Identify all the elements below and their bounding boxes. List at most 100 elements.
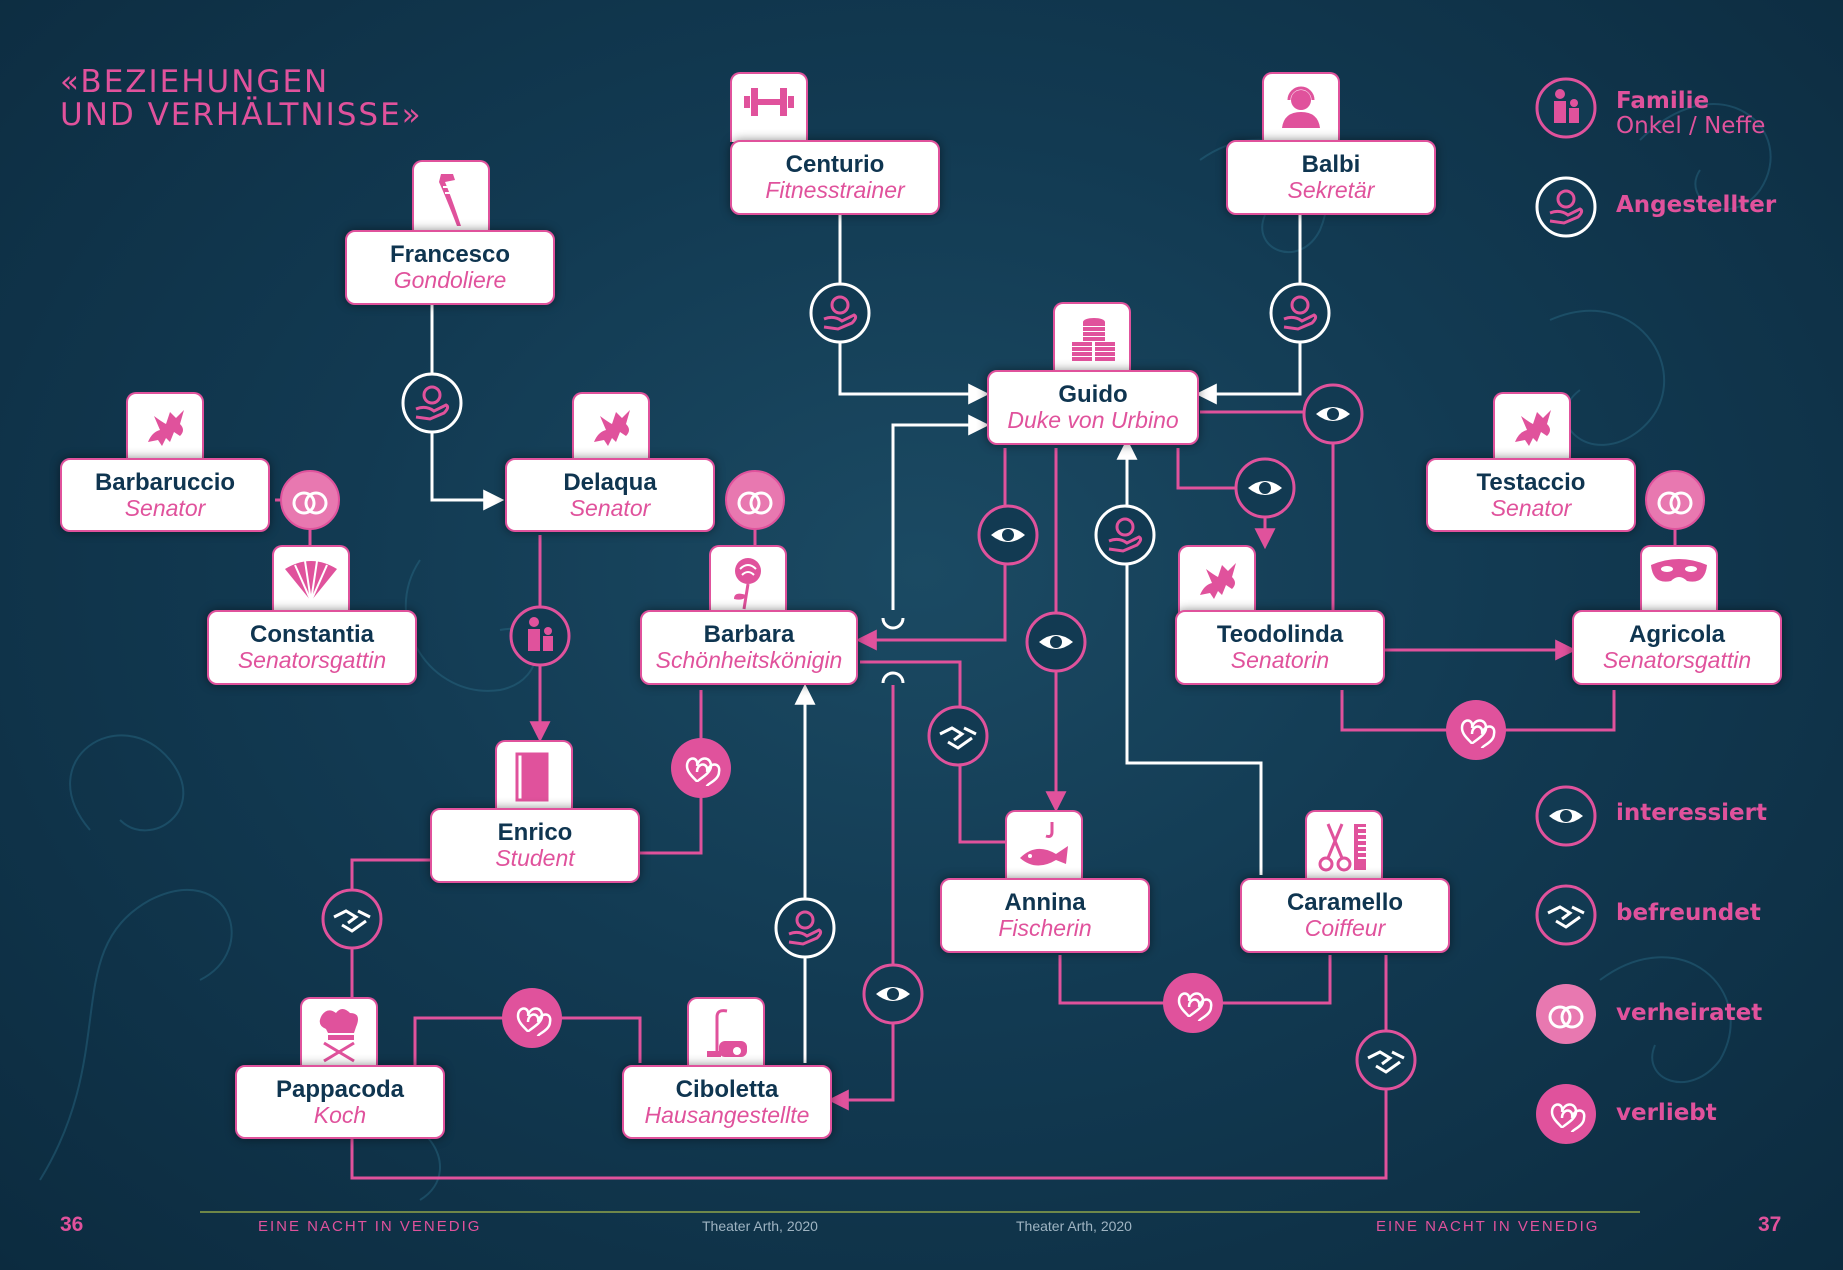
inlove-legend-icon	[1536, 1084, 1596, 1144]
footer-credit-left: Theater Arth, 2020	[702, 1218, 818, 1234]
employee-badge	[1094, 504, 1156, 566]
node-name: Barbaruccio	[94, 469, 236, 496]
node-centurio[interactable]: Centurio Fitnesstrainer	[730, 140, 940, 215]
node-name: Annina	[1004, 889, 1086, 916]
node-balbi[interactable]: Balbi Sekretär	[1226, 140, 1436, 215]
node-guido[interactable]: Guido Duke von Urbino	[987, 370, 1199, 445]
married-badge	[1645, 470, 1705, 530]
node-constantia[interactable]: Constantia Senatorsgattin	[207, 610, 417, 685]
node-delaqua[interactable]: Delaqua Senator	[505, 458, 715, 532]
node-role: Schönheitskönigin	[655, 647, 843, 673]
interested-badge	[1025, 611, 1087, 673]
interested-badge	[977, 504, 1039, 566]
legend-family-sub: Onkel / Neffe	[1616, 113, 1766, 139]
employee-badge	[809, 282, 871, 344]
title-line-2: UND VERHÄLTNISSE»	[60, 97, 423, 133]
node-role: Hausangestellte	[644, 1102, 810, 1128]
node-caramello[interactable]: Caramello Coiffeur	[1240, 878, 1450, 953]
node-ciboletta[interactable]: Ciboletta Hausangestellte	[622, 1065, 832, 1139]
node-role: Senator	[1490, 495, 1572, 521]
interested-badge	[1302, 383, 1364, 445]
secretary-headset-icon	[1262, 72, 1340, 142]
scissors-comb-icon	[1305, 810, 1383, 880]
rose-icon	[709, 545, 787, 613]
gondola-icon	[412, 160, 490, 232]
inlove-badge	[1446, 700, 1506, 760]
family-legend-icon	[1535, 77, 1597, 139]
node-role: Duke von Urbino	[1007, 407, 1179, 433]
legend-icons	[1535, 77, 1597, 1144]
node-name: Agricola	[1628, 621, 1726, 648]
node-role: Sekretär	[1287, 177, 1375, 203]
line-hops	[881, 617, 905, 684]
book-icon	[495, 740, 573, 810]
node-annina[interactable]: Annina Fischerin	[940, 878, 1150, 953]
node-barbaruccio[interactable]: Barbaruccio Senator	[60, 458, 270, 532]
friends-badge	[1355, 1029, 1417, 1091]
node-name: Centurio	[785, 151, 885, 178]
interested-badge	[1234, 457, 1296, 519]
node-name: Pappacoda	[275, 1076, 405, 1103]
node-name: Ciboletta	[675, 1076, 779, 1103]
employee-badge	[401, 372, 463, 434]
node-testaccio[interactable]: Testaccio Senator	[1426, 458, 1636, 532]
page-number-right: 37	[1758, 1213, 1782, 1236]
node-role: Senatorin	[1230, 647, 1330, 673]
friends-badge	[927, 705, 989, 767]
node-agricola[interactable]: Agricola Senatorsgattin	[1572, 610, 1782, 685]
griffin-icon	[126, 392, 204, 460]
node-teodolinda[interactable]: Teodolinda Senatorin	[1175, 610, 1385, 685]
employee-badge	[774, 897, 836, 959]
married-badge	[280, 470, 340, 530]
node-role: Senatorsgattin	[1602, 647, 1752, 673]
chef-hat-icon	[300, 997, 378, 1067]
family-badge	[509, 605, 571, 667]
legend-interested: interessiert	[1616, 800, 1767, 826]
coin-stacks-icon	[1053, 302, 1131, 372]
node-barbara[interactable]: Barbara Schönheitskönigin	[640, 610, 858, 685]
page-number-left: 36	[60, 1213, 84, 1236]
fish-hook-icon	[1005, 810, 1083, 880]
page-title: «BEZIEHUNGEN UND VERHÄLTNISSE»	[60, 66, 423, 132]
mask-icon	[1640, 545, 1718, 613]
legend-family: Familie	[1616, 88, 1710, 114]
employee-badge	[1269, 282, 1331, 344]
node-role: Koch	[313, 1102, 367, 1128]
griffin-icon	[572, 392, 650, 460]
node-role: Fischerin	[998, 915, 1092, 941]
legend-friends: befreundet	[1616, 900, 1761, 926]
interested-legend-icon	[1535, 785, 1597, 847]
legend-employee: Angestellter	[1616, 192, 1777, 218]
friends-badge	[321, 888, 383, 950]
inlove-badge	[1163, 973, 1223, 1033]
friends-legend-icon	[1535, 884, 1597, 946]
node-name: Guido	[1058, 381, 1128, 408]
node-role: Senator	[569, 495, 651, 521]
legend-married: verheiratet	[1616, 1000, 1763, 1026]
node-name: Enrico	[497, 819, 573, 846]
relationship-badges	[280, 282, 1705, 1091]
node-name: Delaqua	[563, 469, 657, 496]
node-francesco[interactable]: Francesco Gondoliere	[345, 230, 555, 305]
node-name: Barbara	[703, 621, 795, 648]
fan-icon	[272, 545, 350, 613]
inlove-badge	[502, 988, 562, 1048]
node-name: Teodolinda	[1216, 621, 1344, 648]
dumbbell-icon	[730, 72, 808, 142]
node-role: Senatorsgattin	[237, 647, 387, 673]
node-name: Francesco	[389, 241, 511, 268]
griffin-icon	[1178, 545, 1256, 613]
married-legend-icon	[1536, 984, 1596, 1044]
node-name: Testaccio	[1476, 469, 1586, 496]
married-badge	[725, 470, 785, 530]
node-enrico[interactable]: Enrico Student	[430, 808, 640, 883]
node-pappacoda[interactable]: Pappacoda Koch	[235, 1065, 445, 1139]
footer-credit-right: Theater Arth, 2020	[1016, 1218, 1132, 1234]
node-role: Fitnesstrainer	[765, 177, 905, 203]
employee-legend-icon	[1535, 176, 1597, 238]
node-role: Gondoliere	[393, 267, 507, 293]
legend-inlove: verliebt	[1616, 1100, 1717, 1126]
vacuum-icon	[687, 997, 765, 1067]
inlove-badge	[671, 738, 731, 798]
